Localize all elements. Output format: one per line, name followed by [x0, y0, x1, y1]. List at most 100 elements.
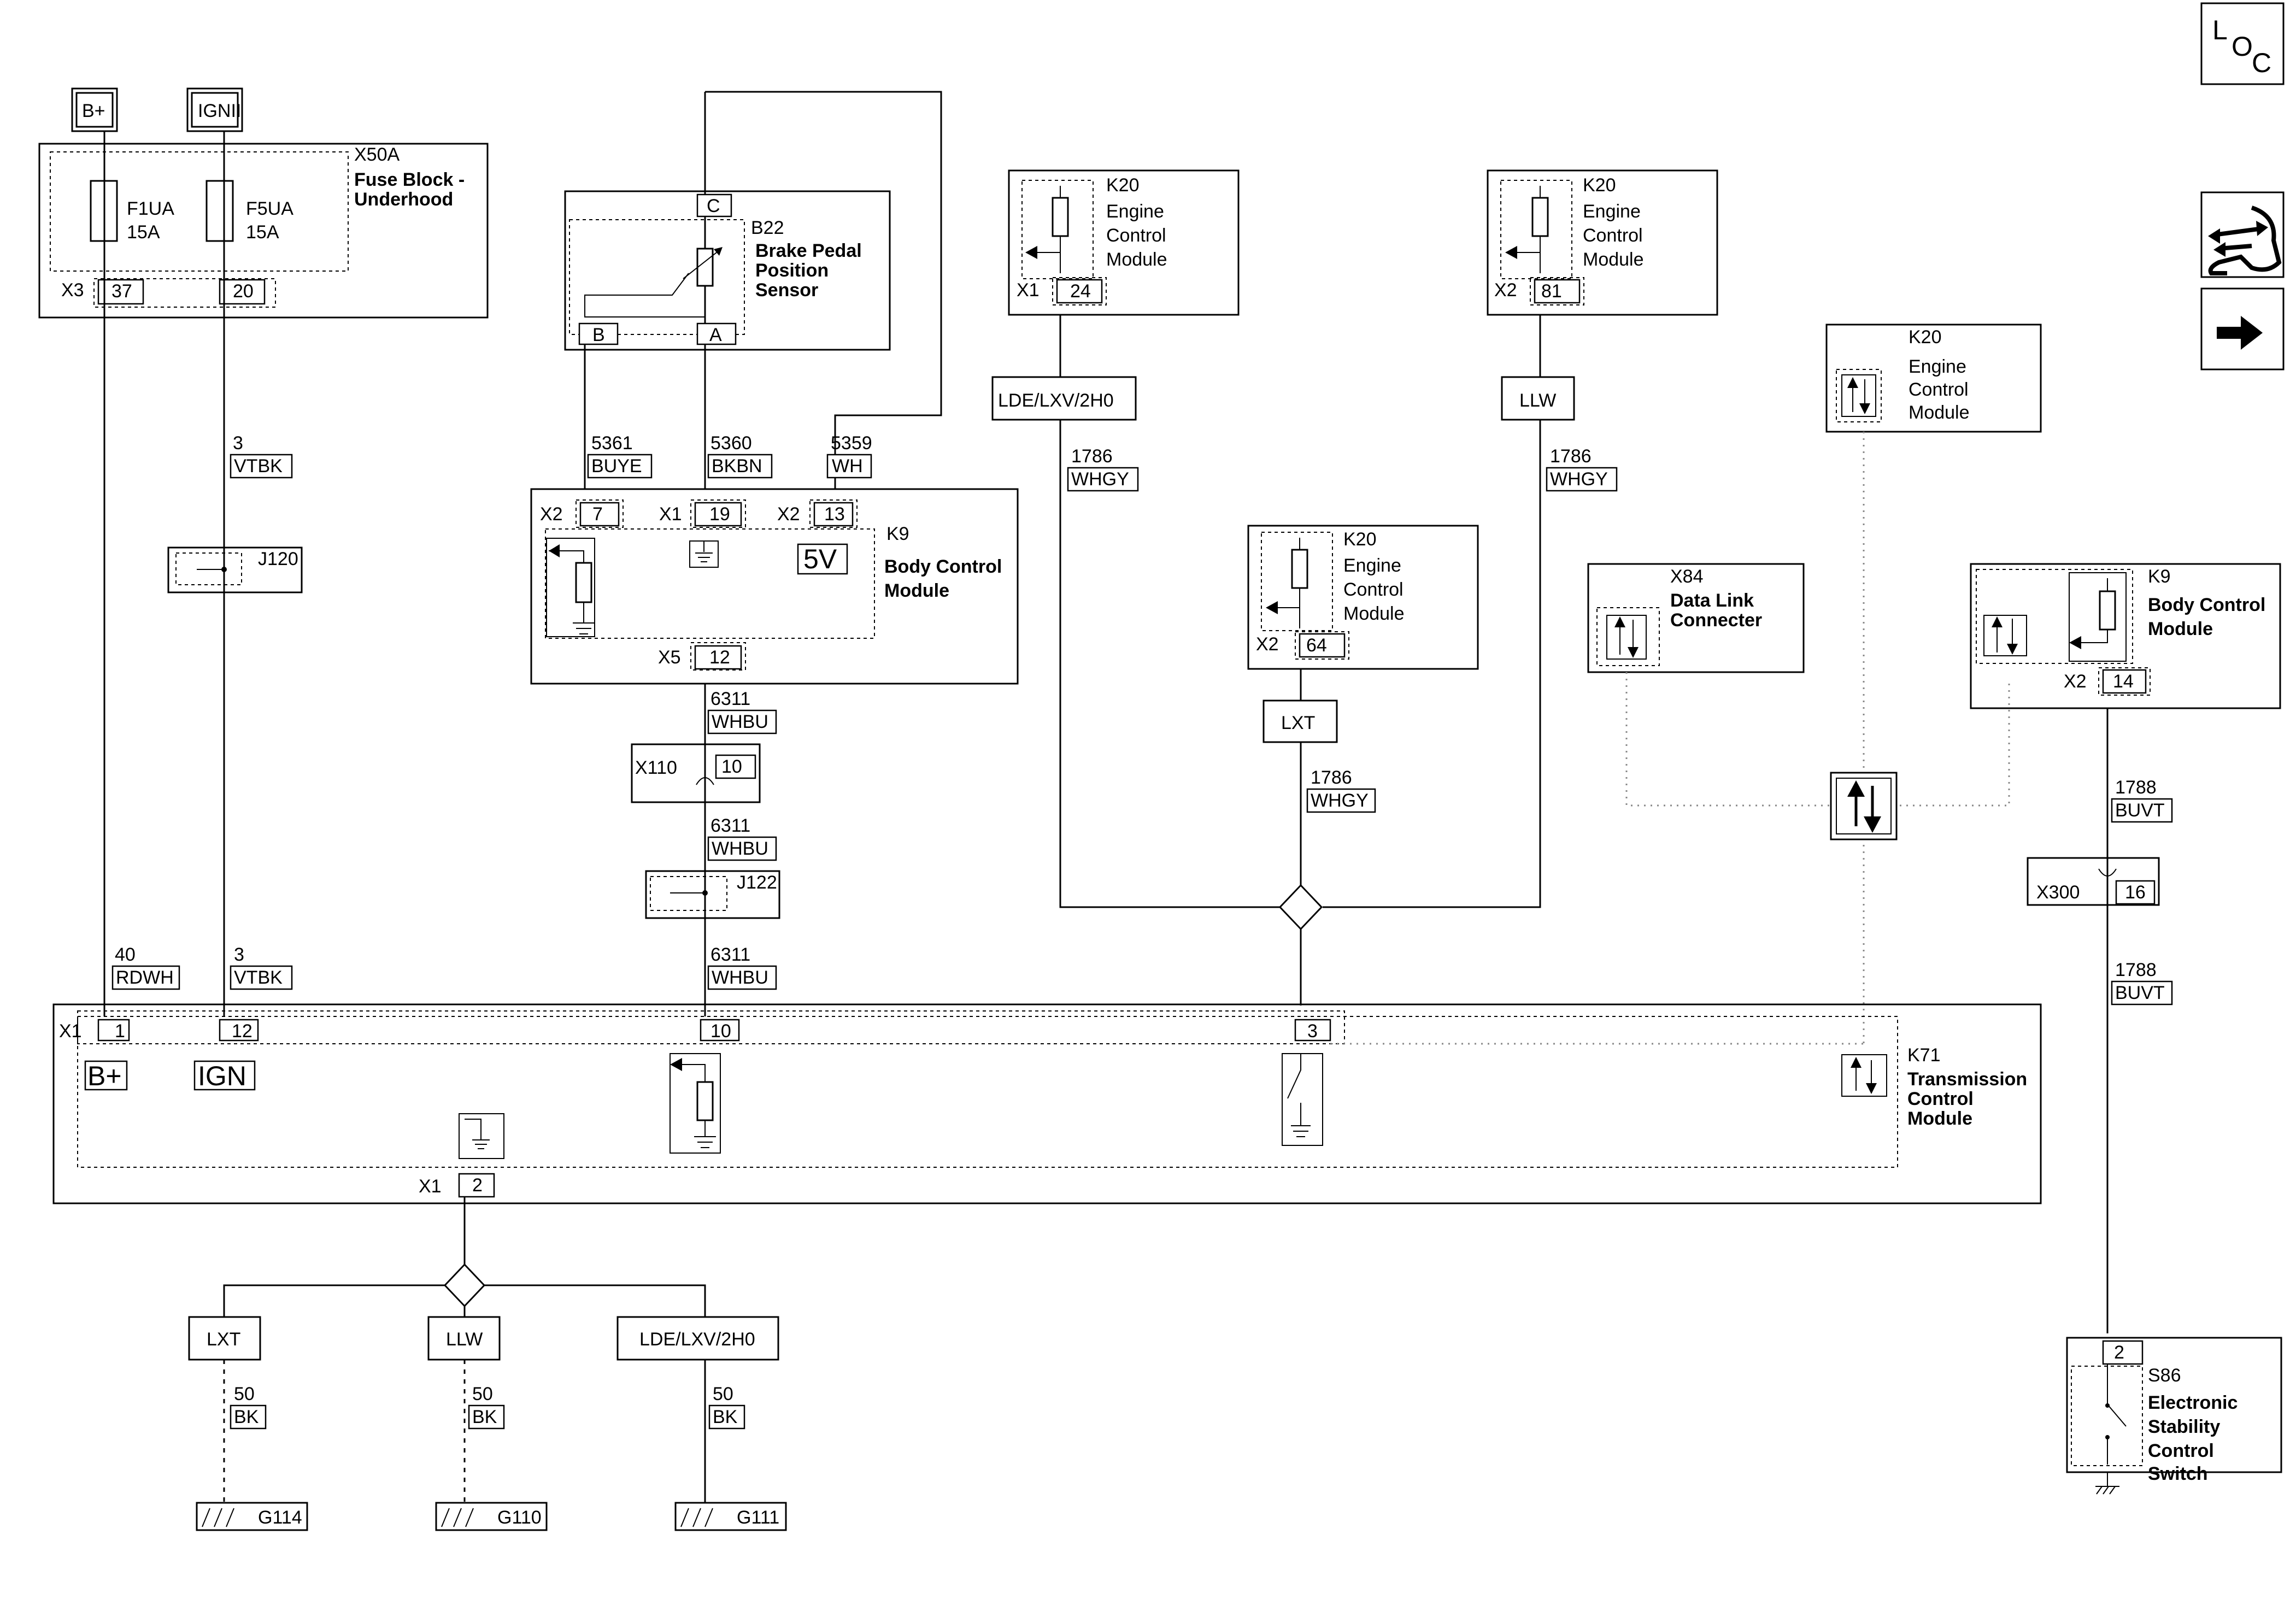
k9-conn-x5: X5 [658, 647, 681, 668]
k9-right-pin-14: 14 [2113, 671, 2134, 692]
fuse-f5ua-amp: 15A [246, 222, 279, 243]
ignii-source: IGNII [186, 87, 243, 132]
k20-c-name-3: Module [1343, 603, 1405, 624]
sensor-b22: C B A B22 Brake Pedal Position Sensor [564, 190, 891, 351]
wire-5361-color: BUYE [591, 456, 642, 477]
splice-j122-ref: J122 [737, 872, 777, 893]
engine-tag-lde-a: LDE/LXV/2H0 [998, 390, 1114, 411]
s86-name-2: Stability [2148, 1416, 2220, 1437]
wire-1788-color-2: BUVT [2115, 983, 2165, 1003]
k9-ref: K9 [886, 524, 909, 544]
data-link-route [1625, 672, 2010, 807]
fuse-block-name-1: Fuse Block - [354, 169, 465, 190]
s86-pin-2: 2 [2114, 1342, 2124, 1363]
k71-name-1: Transmission [1907, 1069, 2027, 1090]
wire-5360-color: BKBN [712, 456, 762, 477]
k20-c-name-2: Control [1343, 579, 1404, 600]
engine-tag-lxt-a: LXT [1281, 713, 1315, 733]
k20-d-ref: K20 [1909, 327, 1942, 348]
sensor-b22-ref: B22 [751, 217, 784, 238]
ignii-label: IGNII [198, 101, 241, 121]
s86-name-3: Control [2148, 1440, 2214, 1461]
loc-icon[interactable]: L O C [2200, 2, 2285, 85]
k20-c-ref: K20 [1343, 529, 1377, 550]
ground-g111: G111 [674, 1502, 787, 1531]
fuse-block-x50a: F1UA 15A F5UA 15A X50A Fuse Block - Unde… [38, 143, 489, 319]
k9-name-2: Module [884, 580, 949, 601]
splice-diamond-top [1278, 884, 1323, 931]
sensor-b22-name-2: Position [755, 260, 829, 281]
k20-d-name-1: Engine [1909, 356, 1966, 377]
k20-b-pin-81: 81 [1541, 281, 1562, 302]
data-bus-icon [1830, 772, 1898, 840]
sensor-b22-name-3: Sensor [755, 280, 818, 301]
wire-1788-num-2: 1788 [2115, 960, 2157, 980]
inline-connector-x300: X300 16 [2027, 857, 2160, 906]
k71-pin-3: 3 [1307, 1021, 1318, 1042]
fuse-f1ua: F1UA [127, 198, 174, 219]
connector-x84-dlc: X84 Data Link Connecter [1587, 563, 1805, 673]
x300-pin-16: 16 [2125, 882, 2146, 903]
ground-g111-label: G111 [737, 1507, 779, 1528]
ground-wire-1-num: 50 [234, 1384, 255, 1404]
wire-40-num: 40 [115, 944, 136, 965]
sensor-b22-pin-a: A [709, 325, 722, 345]
k9-conn-x2-a: X2 [540, 504, 563, 525]
k20-c-name-1: Engine [1343, 555, 1401, 576]
wire-ground-branches [223, 1284, 706, 1317]
loc-letter-c: C [2252, 48, 2271, 78]
right-arrow-icon[interactable] [2200, 287, 2285, 371]
wire-3-color-lower: VTBK [234, 967, 283, 988]
k9-conn-x2-b: X2 [777, 504, 800, 525]
wire-1786-a-color: WHGY [1071, 469, 1129, 490]
inline-connector-x110: X110 10 [631, 743, 761, 803]
ground-g114-label: G114 [258, 1507, 302, 1528]
wire-1788-color-1: BUVT [2115, 800, 2165, 821]
k9-pin-12: 12 [709, 647, 730, 668]
ground-wire-2-num: 50 [472, 1384, 493, 1404]
wire-5359-num: 5359 [831, 433, 872, 454]
ground-g114: G114 [196, 1502, 308, 1531]
k9-conn-x1: X1 [659, 504, 682, 525]
k20-a-name-2: Control [1106, 225, 1166, 246]
wire-6311-num-3: 6311 [710, 944, 750, 965]
wire-1786-b-num: 1786 [1550, 446, 1592, 467]
wire-6311-num-2: 6311 [710, 815, 750, 836]
wire-3-color-upper: VTBK [234, 456, 283, 477]
k20-c-pin-64: 64 [1306, 635, 1327, 656]
k71-name-2: Control [1907, 1089, 1974, 1109]
wrench-arrows-icon[interactable] [2200, 191, 2285, 278]
k9-pin-7: 7 [592, 504, 603, 525]
fuse-f5ua: F5UA [246, 198, 293, 219]
k20-d-name-3: Module [1909, 402, 1970, 423]
wire-1786-c-color: WHGY [1311, 790, 1369, 811]
k20-b-ref: K20 [1583, 175, 1616, 196]
k20-a-name-1: Engine [1106, 201, 1164, 222]
ground-wire-3-color: BK [713, 1407, 738, 1427]
wire-1786-c-num: 1786 [1311, 767, 1352, 788]
k9-right-conn: X2 [2064, 671, 2087, 692]
wire-1786-b-route [1323, 315, 1541, 908]
wire-40-color: RDWH [116, 967, 174, 988]
k20-a-conn: X1 [1017, 280, 1040, 301]
k71-pin-12: 12 [232, 1021, 252, 1042]
x110-pin-10: 10 [721, 756, 742, 777]
wire-6311-color-3: WHBU [712, 967, 768, 988]
wire-6311-color-1: WHBU [712, 712, 768, 732]
x84-name-2: Connecter [1670, 610, 1762, 631]
k9-right-ref: K9 [2148, 566, 2171, 587]
x84-name-1: Data Link [1670, 590, 1754, 611]
wire-1786-a-route [1059, 315, 1301, 908]
module-k20-ecm-a: K20 Engine Control Module X1 24 [1008, 169, 1240, 316]
k9-name-1: Body Control [884, 556, 1002, 577]
module-k71-tcm: X1 1 12 10 3 B+ IGN K71 Transmission Con… [52, 1003, 2042, 1204]
wire-5359-route [705, 91, 942, 495]
splice-j120-ref: J120 [258, 549, 298, 569]
s86-name-1: Electronic [2148, 1392, 2238, 1413]
k9-right-name-1: Body Control [2148, 595, 2265, 615]
fuse-block-pin-37: 37 [111, 281, 132, 302]
module-k20-ecm-d: K20 Engine Control Module [1825, 324, 2042, 433]
ground-wire-3-num: 50 [713, 1384, 733, 1404]
k20-b-name-1: Engine [1583, 201, 1641, 222]
wire-5359-color: WH [832, 456, 863, 477]
